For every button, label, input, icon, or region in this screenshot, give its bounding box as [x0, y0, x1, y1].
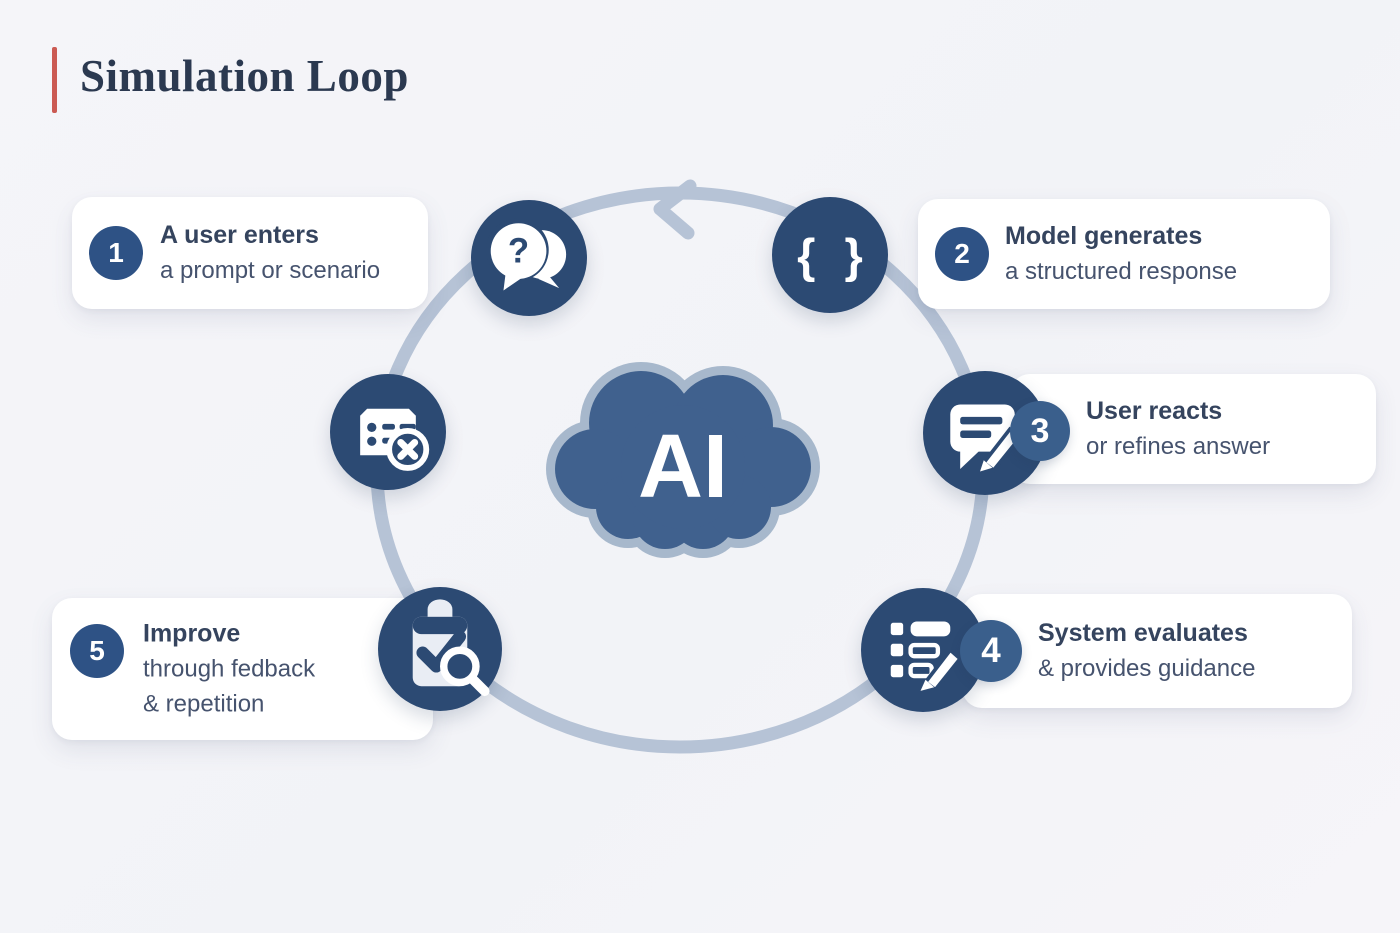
- step-card-3: User reacts or refines answer: [1010, 374, 1376, 484]
- step-number-badge: 5: [70, 624, 124, 678]
- step-title: Improve: [143, 619, 241, 648]
- step-line: & provides guidance: [1038, 655, 1256, 682]
- step-card-5: 5 Improve through fedback & repetition: [52, 598, 433, 740]
- svg-text:?: ?: [508, 232, 529, 271]
- step-line: through fedback: [143, 655, 316, 683]
- step-title: A user enters: [160, 221, 319, 249]
- step-3-badge: 3: [1010, 401, 1070, 461]
- step-title: System evaluates: [1038, 619, 1248, 647]
- braces-icon: { }: [772, 197, 888, 313]
- clipboard-search-icon: [378, 587, 502, 711]
- document-x-icon: [330, 374, 446, 490]
- step-text: System evaluates & provides guidance: [1038, 616, 1255, 686]
- ai-cloud-icon: AI: [546, 362, 820, 558]
- cloud-body: [555, 371, 811, 549]
- step-card-1: 1 A user enters a prompt or scenario: [72, 197, 428, 309]
- step-4-badge: 4: [960, 620, 1022, 682]
- braces-glyph: { }: [797, 228, 871, 282]
- loop-arrowhead-icon: [653, 179, 697, 240]
- ai-label: AI: [638, 417, 728, 517]
- step-line: & repetition: [143, 690, 265, 718]
- page-title: Simulation Loop: [80, 51, 409, 101]
- step-number-badge: 1: [89, 226, 143, 280]
- step-number-badge: 2: [935, 227, 989, 281]
- step-text: A user enters a prompt or scenario: [160, 218, 380, 288]
- step-text: User reacts or refines answer: [1086, 394, 1270, 464]
- step-line: a prompt or scenario: [160, 257, 381, 284]
- step-card-2: 2 Model generates a structured response: [918, 199, 1330, 309]
- step-title: User reacts: [1086, 397, 1223, 425]
- step-text: Model generates a structured response: [1005, 219, 1237, 289]
- step-text: Improve through fedback & repetition: [143, 617, 315, 722]
- step-card-4: System evaluates & provides guidance: [962, 594, 1352, 708]
- question-bubbles-icon: ?: [471, 200, 587, 316]
- step-title: Model generates: [1005, 222, 1203, 250]
- step-line: or refines answer: [1086, 433, 1271, 460]
- step-line: a structured response: [1005, 258, 1238, 285]
- title-accent-bar: [52, 47, 57, 113]
